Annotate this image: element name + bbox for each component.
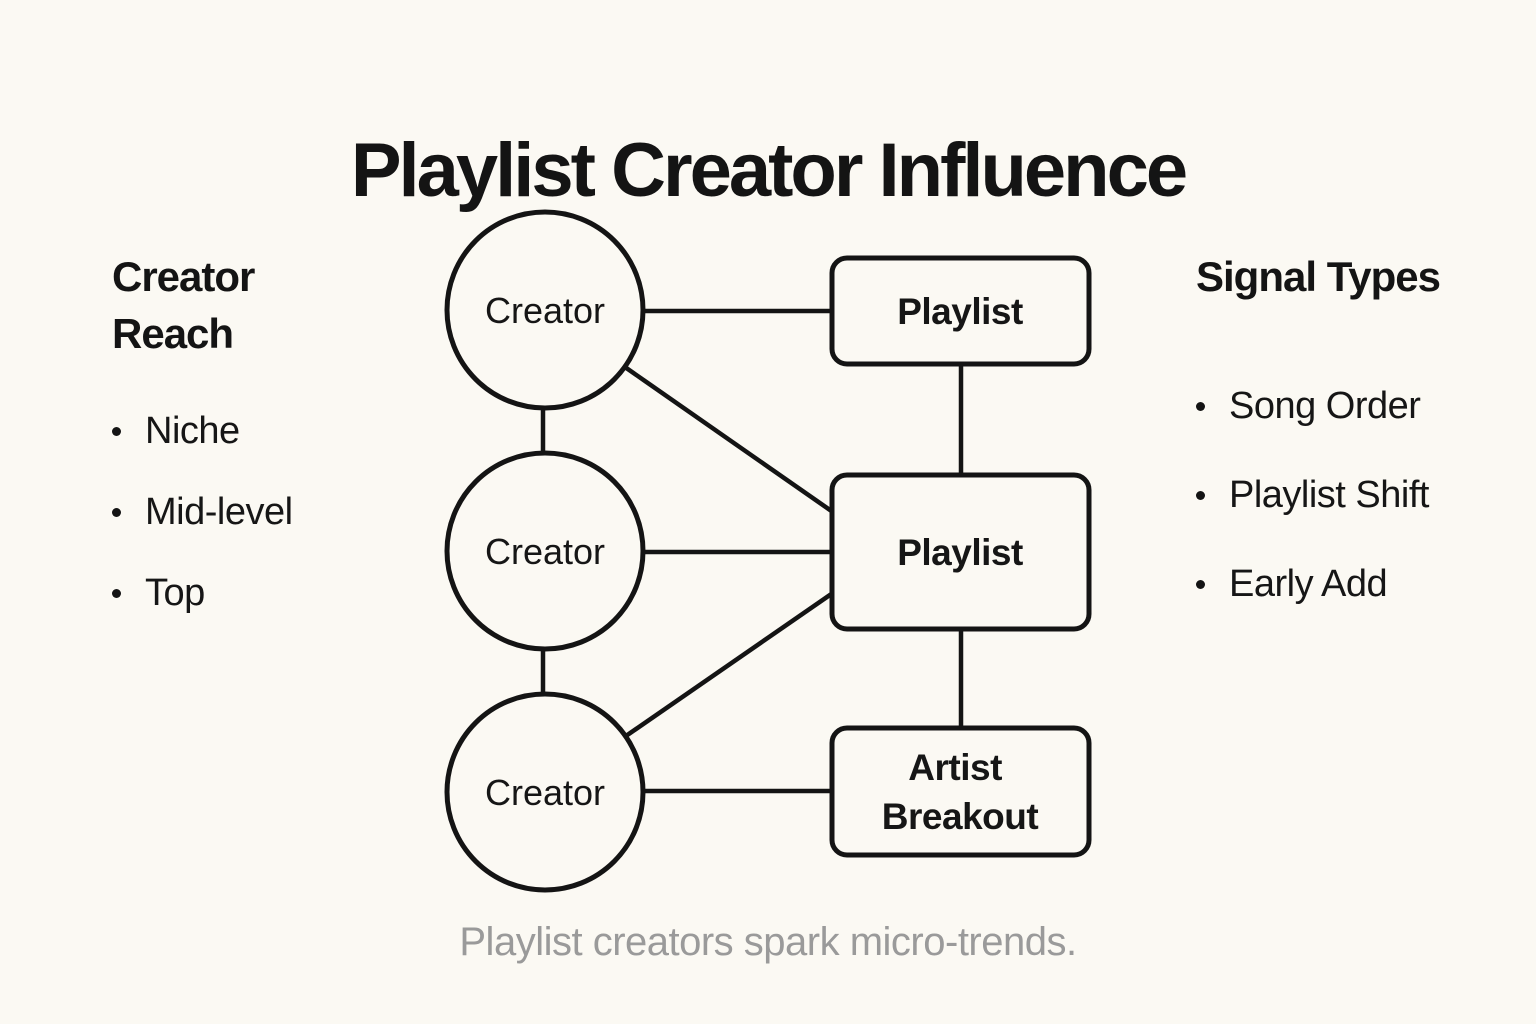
list-item-label: Niche: [145, 410, 240, 452]
node-label-artist-breakout: Artist Breakout: [882, 747, 1039, 837]
bullet-dot-icon: [1196, 490, 1205, 500]
bullet-dot-icon: [1196, 579, 1205, 589]
bullet-dot-icon: [112, 588, 121, 598]
node-artist-breakout: [829, 725, 1092, 858]
list-item-label: Playlist Shift: [1229, 474, 1429, 516]
node-creator-2: [444, 450, 646, 652]
page-title: Playlist Creator Influence: [350, 127, 1188, 213]
list-item-label: Early Add: [1229, 563, 1388, 605]
node-playlist-2: [829, 472, 1092, 632]
creator-reach-panel: Creator Reach Niche Mid-level Top: [112, 248, 412, 651]
list-item-label: Song Order: [1229, 385, 1421, 427]
node-label-creator-1: Creator: [485, 290, 605, 331]
node-label-playlist-2: Playlist: [897, 532, 1023, 573]
list-item: Playlist Shift: [1196, 472, 1516, 518]
creator-reach-heading: Creator Reach: [112, 253, 255, 357]
signal-types-heading: Signal Types: [1196, 253, 1441, 300]
list-item: Niche: [112, 408, 412, 454]
node-label-creator-2: Creator: [485, 531, 605, 572]
signal-types-list: Song Order Playlist Shift Early Add: [1196, 383, 1516, 607]
list-item-label: Top: [145, 572, 205, 614]
creator-reach-list: Niche Mid-level Top: [112, 408, 412, 616]
bullet-dot-icon: [112, 426, 121, 436]
node-creator-3: [444, 691, 646, 893]
signal-types-panel: Signal Types Song Order Playlist Shift E…: [1196, 248, 1516, 650]
bullet-dot-icon: [1196, 401, 1205, 411]
list-item: Song Order: [1196, 383, 1516, 429]
list-item: Mid-level: [112, 489, 412, 535]
node-creator-1: [444, 209, 646, 411]
list-item: Top: [112, 570, 412, 616]
node-label-artist-line2: Breakout: [882, 796, 1039, 837]
list-item-label: Mid-level: [145, 491, 293, 533]
node-label-artist-line1: Artist: [908, 747, 1002, 788]
node-playlist-1: [829, 255, 1092, 367]
diagram-caption: Playlist creators spark micro-trends.: [459, 920, 1077, 964]
node-label-creator-3: Creator: [485, 772, 605, 813]
node-label-playlist-1: Playlist: [897, 291, 1023, 332]
edge-creator3-playlist2: [621, 586, 842, 740]
edge-creator1-playlist2: [620, 363, 842, 519]
list-item: Early Add: [1196, 561, 1516, 607]
bullet-dot-icon: [112, 507, 121, 517]
